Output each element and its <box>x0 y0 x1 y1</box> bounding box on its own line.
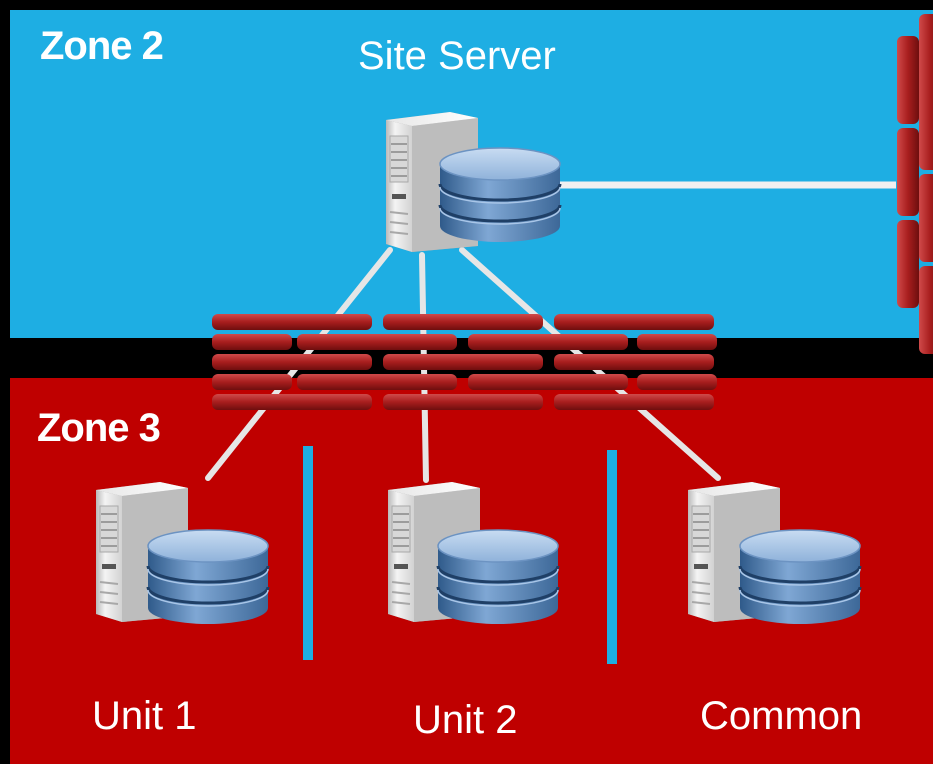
common-server-node <box>687 481 862 626</box>
zone-2-title: Zone 2 <box>40 24 164 68</box>
unit1-server-node <box>95 481 270 626</box>
unit-divider <box>607 450 617 664</box>
zone-3-title: Zone 3 <box>37 406 161 450</box>
firewall-brick-wall-icon <box>897 14 933 354</box>
unit-divider <box>303 446 313 660</box>
site-server-node <box>385 111 562 253</box>
unit2-server-node <box>387 481 560 626</box>
unit2-label: Unit 2 <box>413 698 518 742</box>
firewall-brick-wall-icon <box>212 314 717 410</box>
site-server-label: Site Server <box>358 34 556 78</box>
database-icon <box>438 146 562 244</box>
database-icon <box>738 528 862 626</box>
database-icon <box>146 528 270 626</box>
database-icon <box>436 528 560 626</box>
common-label: Common <box>700 694 863 738</box>
unit1-label: Unit 1 <box>92 694 197 738</box>
